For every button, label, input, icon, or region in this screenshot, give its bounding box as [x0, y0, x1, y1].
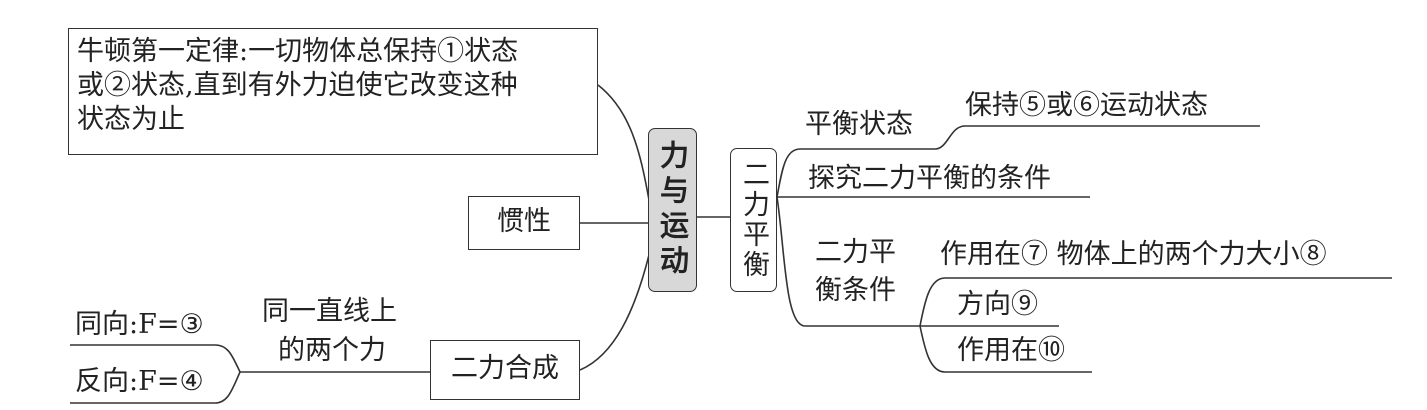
newton-law-box: 牛顿第一定律:一切物体总保持①状态 或②状态,直到有外力迫使它改变这种 状态为止: [68, 28, 598, 155]
composition-label: 二力合成: [451, 353, 559, 384]
connector-same-direction: [70, 344, 241, 373]
newton-law-line: 或②状态,直到有外力迫使它改变这种: [77, 70, 518, 101]
balance-state-detail: 保持⑤或⑥运动状态: [965, 90, 1208, 121]
center-topic: 力与运动: [648, 128, 697, 292]
conditions-label-line: 二力平: [815, 237, 896, 268]
inertia-label: 惯性: [497, 206, 551, 237]
balance-state-label: 平衡状态: [805, 109, 913, 140]
composition-box: 二力合成: [430, 340, 580, 400]
newton-law-line: 牛顿第一定律:一切物体总保持①状态: [77, 36, 519, 67]
condition-item: 方向⑨: [957, 289, 1038, 320]
connector-state: [776, 125, 1260, 198]
center-topic-label: 力与运动: [655, 140, 690, 280]
connector-condition-3: [919, 325, 1092, 373]
connector-composition: [579, 254, 650, 371]
condition-item: 作用在⑩: [957, 335, 1065, 366]
inertia-box: 惯性: [468, 196, 580, 250]
composition-note-line: 的两个力: [278, 335, 386, 366]
composition-note-line: 同一直线上: [262, 296, 397, 327]
condition-item: 作用在⑦ 物体上的两个力大小⑧: [940, 239, 1327, 270]
connector-condition-1: [919, 277, 1392, 327]
connector-conditions: [776, 196, 1059, 327]
same-direction-formula: 同向:F=③: [75, 309, 204, 340]
explore-conditions-label: 探究二力平衡的条件: [808, 163, 1051, 194]
conditions-label-line: 衡条件: [815, 275, 896, 306]
connector-newton: [597, 84, 650, 201]
balance-label: 二力平衡: [738, 160, 769, 280]
opposite-direction-formula: 反向:F=④: [75, 366, 204, 397]
newton-law-line: 状态为止: [77, 104, 185, 135]
balance-box: 二力平衡: [730, 148, 777, 292]
connector-opposite-direction: [70, 371, 241, 404]
